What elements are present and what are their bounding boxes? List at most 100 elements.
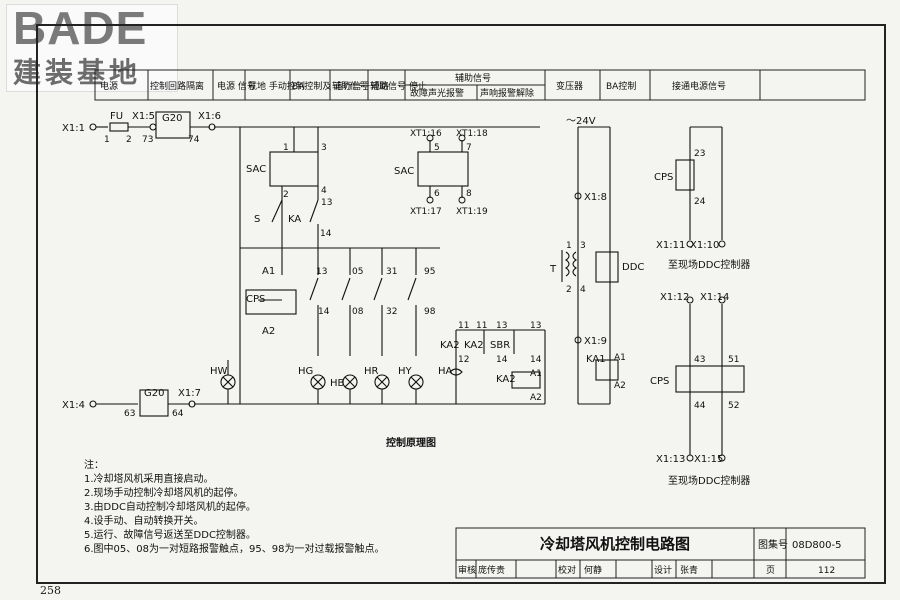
note-line-3: 3.由DDC自动控制冷却塔风机的起停。	[84, 500, 256, 513]
label-c31: 31	[386, 267, 397, 277]
label-t7: 7	[466, 143, 472, 153]
label-to-ddc-2: 至现场DDC控制器	[668, 474, 750, 487]
check-label: 校对	[558, 564, 576, 576]
label-sac-pin13: 13	[321, 198, 332, 208]
header-cell-10: BA控制	[606, 80, 636, 92]
label-n64: 64	[172, 409, 184, 419]
label-r13b: 13	[530, 321, 541, 331]
label-t1: 1	[566, 241, 572, 251]
label-p52: 52	[728, 401, 739, 411]
label-t2: 2	[566, 285, 572, 295]
label-ha: HA	[438, 366, 453, 377]
label-xt1-18: XT1:18	[456, 129, 488, 139]
label-ka1-a2: A2	[614, 381, 626, 391]
label-t5: 5	[434, 143, 440, 153]
note-line-1: 1.冷却塔风机采用直接启动。	[84, 472, 214, 485]
atlas-number: 08D800-5	[792, 540, 841, 551]
logo-brand: BADE	[13, 2, 148, 54]
drawing-title: 冷却塔风机控制电路图	[540, 535, 690, 553]
logo-subtitle: 建装基地	[13, 56, 142, 89]
header-group: 辅助信号	[455, 72, 491, 84]
review-label: 审核	[458, 564, 476, 576]
label-sac-pin4: 4	[321, 186, 327, 196]
header-cell-3: 就地 手动控制	[248, 80, 305, 92]
label-sac-2: SAC	[394, 166, 414, 177]
label-t4: 4	[580, 285, 586, 295]
label-ddc: DDC	[622, 262, 644, 273]
label-xt1-17: XT1:17	[410, 207, 442, 217]
label-sac-pin3: 3	[321, 143, 327, 153]
label-n63: 63	[124, 409, 135, 419]
header-cell-2: 电源 信号	[217, 80, 256, 92]
label-sac-1: SAC	[246, 164, 266, 175]
label-transformer: T	[549, 264, 557, 275]
label-ka1: KA1	[586, 354, 606, 365]
label-xt1-16: XT1:16	[410, 129, 442, 139]
label-c14: 14	[318, 307, 330, 317]
reviewer-name: 庞传贵	[478, 564, 505, 576]
label-c13: 13	[316, 267, 327, 277]
diagram-caption: 控制原理图	[386, 436, 436, 449]
note-line-4: 4.设手动、自动转换开关。	[84, 514, 204, 527]
note-line-6: 6.图中05、08为一对短路报警触点，95、98为一对过载报警触点。	[84, 542, 384, 555]
label-p24: 24	[694, 197, 706, 207]
label-ra2: A2	[530, 393, 542, 403]
label-x1-8: X1:8	[584, 192, 607, 203]
title-block	[455, 527, 866, 579]
note-line-0: 注：	[84, 458, 104, 471]
label-x1-6: X1:6	[198, 111, 221, 122]
label-hg: HG	[298, 366, 313, 377]
header-labels: 电源 控制回路隔离 电源 信号 就地 手动控制 BA控制及 运行信号 辅助信号 …	[100, 72, 726, 99]
circuit-wiring	[89, 111, 745, 455]
bade-logo: BADE 建装基地	[6, 2, 178, 92]
header-strip	[94, 69, 866, 101]
label-r12: 12	[458, 355, 469, 365]
label-x1-7: X1:7	[178, 388, 201, 399]
note-line-5: 5.运行、故障信号返送至DDC控制器。	[84, 528, 256, 541]
label-hr: HR	[364, 366, 379, 377]
notes-block: 注： 1.冷却塔风机采用直接启动。 2.现场手动控制冷却塔风机的起停。 3.由D…	[84, 458, 384, 555]
label-x1-4: X1:4	[62, 400, 85, 411]
label-r11b: 11	[476, 321, 487, 331]
label-24v: ～24V	[566, 116, 596, 127]
label-cps-1: CPS	[246, 294, 265, 305]
label-n74: 74	[188, 135, 200, 145]
label-hy: HY	[398, 366, 413, 377]
note-line-2: 2.现场手动控制冷却塔风机的起停。	[84, 486, 244, 499]
header-cell-1: 控制回路隔离	[150, 80, 204, 92]
book-page-number: 258	[40, 584, 61, 597]
header-cell-0: 电源	[100, 80, 118, 92]
label-to-ddc-1: 至现场DDC控制器	[668, 258, 750, 271]
label-c98: 98	[424, 307, 436, 317]
page-number-sheet: 112	[818, 566, 835, 576]
label-x1-11: X1:11	[656, 240, 685, 251]
label-sac-pin2: 2	[283, 190, 289, 200]
label-r13a: 13	[496, 321, 507, 331]
label-ka2-c: KA2	[496, 374, 516, 385]
label-x1-1: X1:1	[62, 123, 85, 134]
label-x1-5: X1:5	[132, 111, 155, 122]
label-x1-13: X1:13	[656, 454, 685, 465]
label-ka: KA	[288, 214, 301, 225]
label-sbr: SBR	[490, 340, 510, 351]
label-hb: HB	[330, 378, 345, 389]
component-labels: X1:1 FU X1:5 G20 X1:6 1 2 73 74 SAC 1 3 …	[62, 111, 750, 487]
label-x1-12: X1:12	[660, 292, 689, 303]
label-sf: S	[254, 214, 260, 225]
label-fu: FU	[110, 111, 123, 122]
label-ka2-b: KA2	[464, 340, 484, 351]
label-g20-bottom: G20	[144, 388, 164, 399]
label-sac-pin1: 1	[283, 143, 289, 153]
label-g20-top: G20	[162, 113, 182, 124]
header-cell-11: 接通电源信号	[672, 80, 726, 92]
designer-name: 张青	[680, 564, 698, 576]
header-cell-8: 声响报警解除	[480, 87, 534, 99]
label-c32: 32	[386, 307, 397, 317]
label-p23: 23	[694, 149, 705, 159]
label-t6: 6	[434, 189, 440, 199]
label-n1: 1	[104, 135, 110, 145]
atlas-label: 图集号	[758, 538, 788, 551]
label-p51: 51	[728, 355, 739, 365]
